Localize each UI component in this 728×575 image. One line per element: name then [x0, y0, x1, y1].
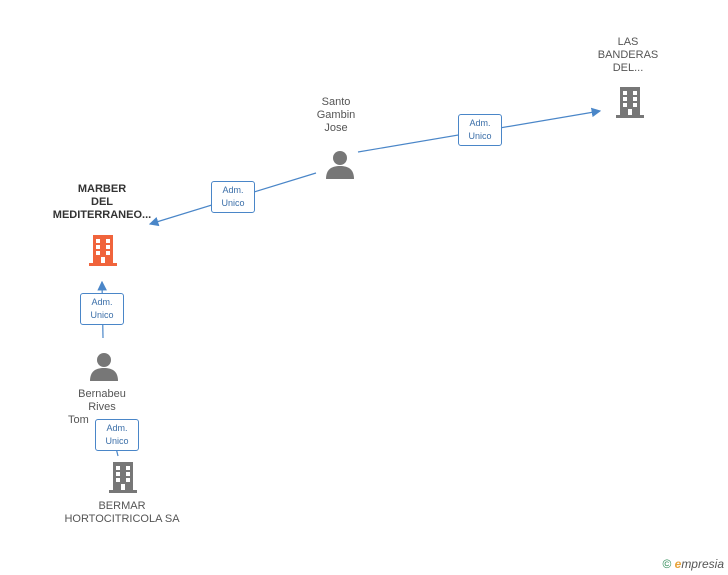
node-label-marber[interactable]: MARBER DEL MEDITERRANEO... [52, 183, 152, 221]
edge-label-bernabeu-marber[interactable]: Adm. Unico [80, 293, 124, 325]
empresia-logo[interactable]: © empresia [662, 557, 724, 571]
person-icon-santo-gambin[interactable] [324, 148, 356, 180]
node-label-bernabeu[interactable]: Bernabeu Rives Tom [68, 388, 126, 426]
edge-label-santo-banderas[interactable]: Adm. Unico [458, 114, 502, 146]
edge-label-santo-marber[interactable]: Adm. Unico [211, 181, 255, 213]
node-label-las-banderas[interactable]: LAS BANDERAS DEL... [597, 36, 659, 74]
node-label-bermar[interactable]: BERMAR HORTOCITRICOLA SA [64, 500, 180, 525]
brand-e: e [674, 557, 682, 571]
person-icon-bernabeu[interactable] [88, 350, 120, 382]
building-icon-bermar[interactable] [106, 460, 140, 494]
building-icon-marber[interactable] [86, 233, 120, 267]
brand-name: mpresia [681, 557, 724, 571]
node-label-santo-gambin[interactable]: Santo Gambin Jose [316, 96, 356, 134]
building-icon-las-banderas[interactable] [613, 85, 647, 119]
edge-label-bernabeu-bermar[interactable]: Adm. Unico [95, 419, 139, 451]
copyright-icon: © [662, 557, 672, 571]
